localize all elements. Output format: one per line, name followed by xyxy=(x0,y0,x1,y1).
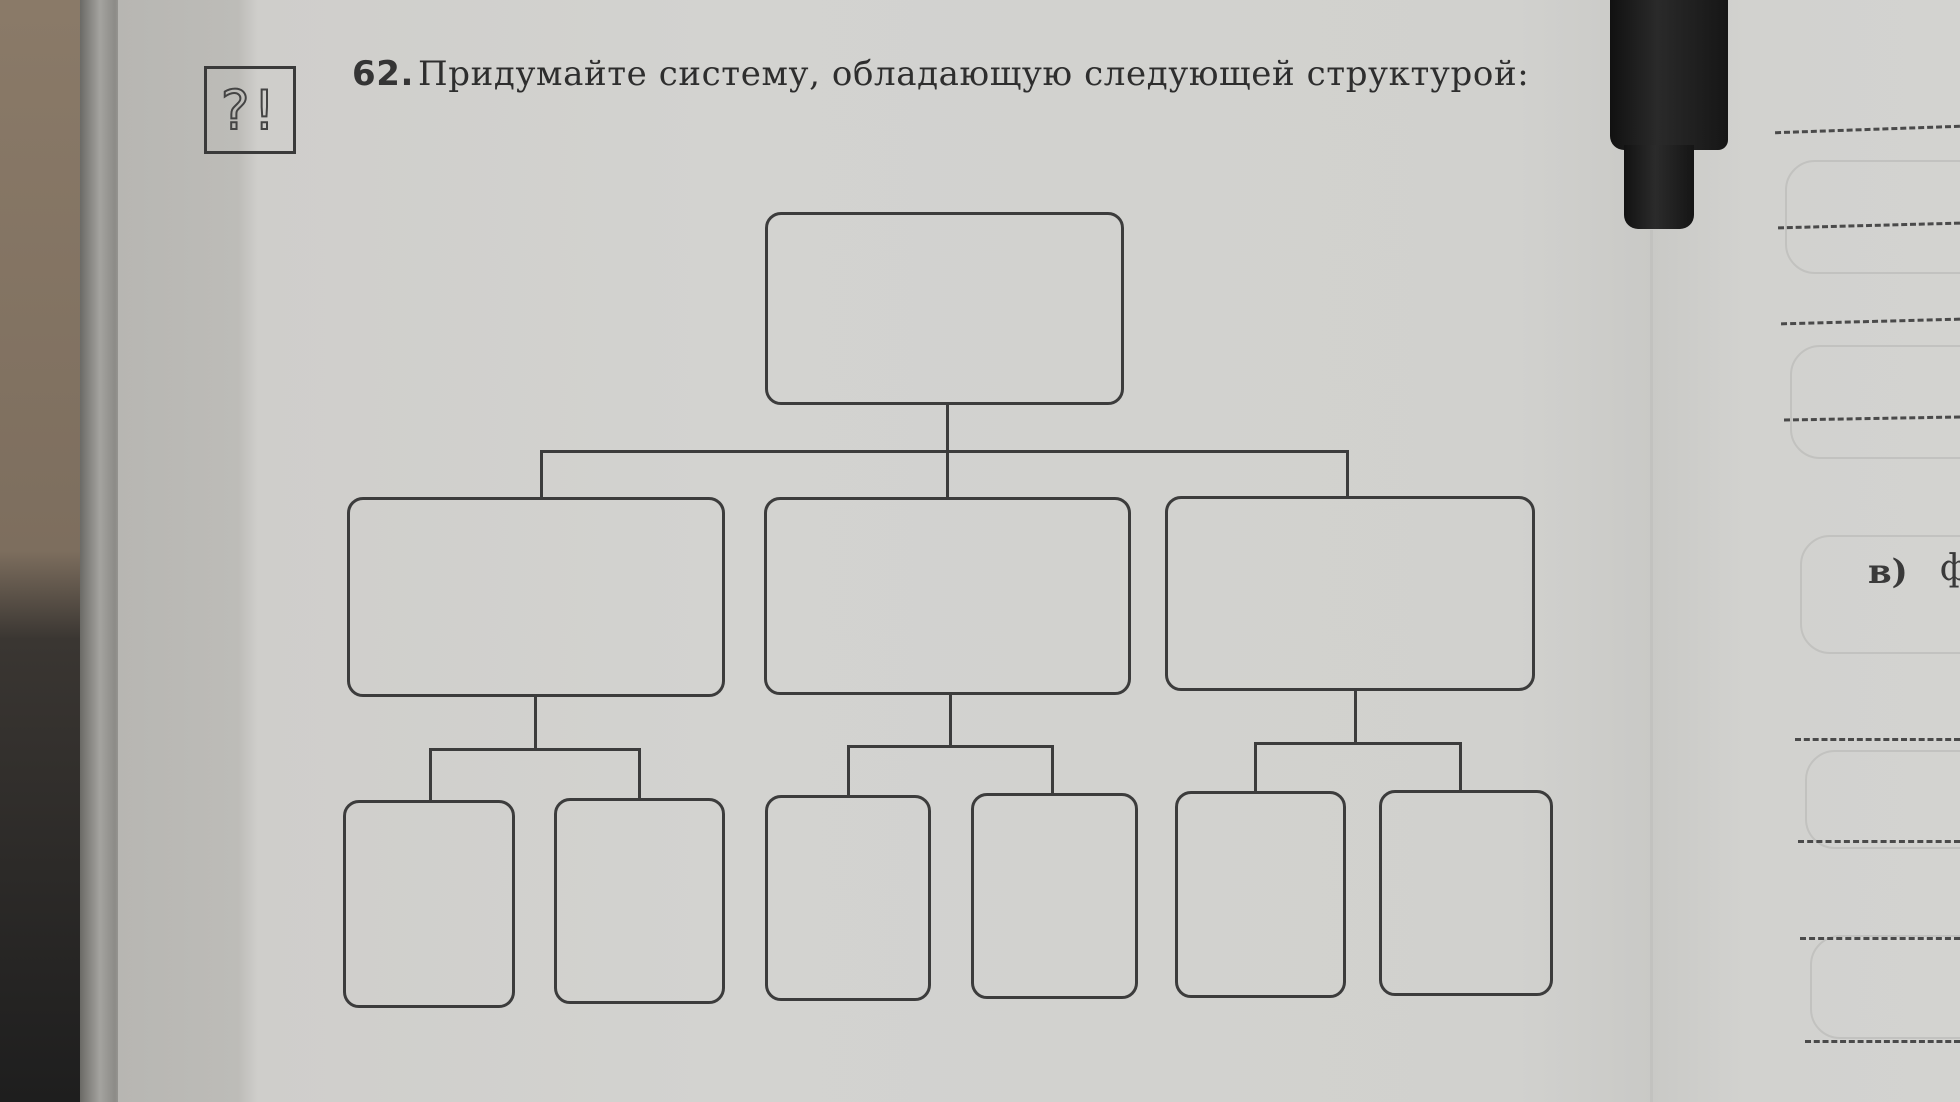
ghost-box xyxy=(1785,160,1960,274)
answer-line xyxy=(1798,840,1960,843)
level1-bar xyxy=(540,450,1349,453)
group1-drop-right xyxy=(638,748,641,799)
leaf-box-1a[interactable] xyxy=(343,800,515,1008)
answer-line xyxy=(1795,738,1960,741)
exercise-title: 62.Придумайте систему, обладающую следую… xyxy=(352,54,1529,94)
leaf-box-1b[interactable] xyxy=(554,798,725,1004)
left-page xyxy=(118,0,1653,1102)
group3-bar xyxy=(1254,742,1462,745)
group3-drop-right xyxy=(1459,742,1462,791)
leaf-box-2a[interactable] xyxy=(765,795,931,1001)
level1-drop-left xyxy=(540,450,543,498)
group2-stem xyxy=(949,695,952,746)
root-box[interactable] xyxy=(765,212,1124,405)
exercise-number: 62. xyxy=(352,54,415,94)
group3-drop-left xyxy=(1254,742,1257,792)
ghost-box xyxy=(1810,935,1960,1039)
level1-drop-right xyxy=(1346,450,1349,497)
group2-drop-right xyxy=(1051,745,1054,794)
group2-bar xyxy=(847,745,1054,748)
exercise-prompt: Придумайте систему, обладающую следующей… xyxy=(418,54,1530,94)
group3-stem xyxy=(1354,691,1357,743)
ghost-box xyxy=(1805,750,1960,849)
pen-body xyxy=(1610,0,1728,150)
think-icon: ?! xyxy=(204,66,296,154)
ghost-box xyxy=(1790,345,1960,459)
answer-line xyxy=(1800,937,1960,940)
item-label-v: в) xyxy=(1868,552,1908,592)
leaf-box-2b[interactable] xyxy=(971,793,1138,999)
group1-bar xyxy=(429,748,641,751)
answer-line xyxy=(1805,1040,1960,1043)
child-box-3[interactable] xyxy=(1165,496,1535,691)
child-box-1[interactable] xyxy=(347,497,725,697)
partial-text: ф xyxy=(1940,548,1960,589)
group1-stem xyxy=(534,697,537,749)
leaf-box-3b[interactable] xyxy=(1379,790,1553,996)
ghost-box xyxy=(1800,535,1960,654)
page-fold xyxy=(1650,230,1653,1102)
group1-drop-left xyxy=(429,748,432,801)
child-box-2[interactable] xyxy=(764,497,1131,695)
pen-cap xyxy=(1624,145,1694,229)
leaf-box-3a[interactable] xyxy=(1175,791,1346,998)
group2-drop-left xyxy=(847,745,850,796)
